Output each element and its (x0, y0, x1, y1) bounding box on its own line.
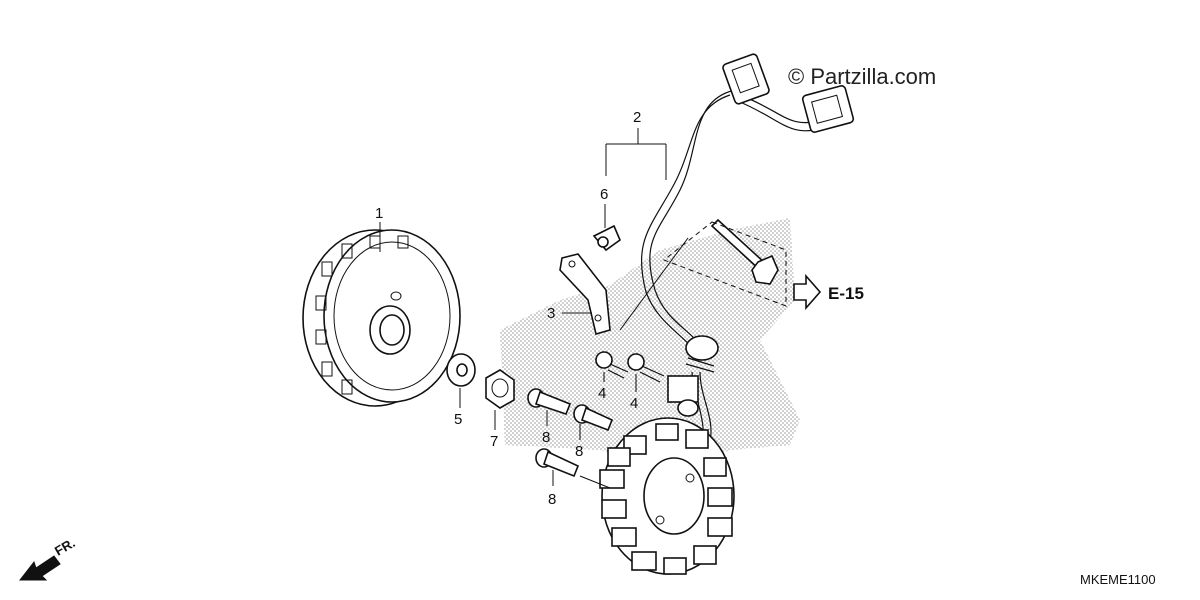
callout-1: 1 (375, 205, 383, 222)
direction-label: FR. (52, 535, 78, 558)
wire-harness-icon (640, 89, 823, 453)
front-arrow-icon (18, 555, 61, 581)
callout-5: 5 (454, 411, 462, 428)
bolt-icon (595, 351, 629, 379)
bolt-icon (710, 218, 779, 285)
callout-6: 6 (600, 186, 608, 203)
bolt-icon (527, 388, 572, 415)
connector-icon (801, 85, 855, 133)
bolt-icon (627, 353, 665, 383)
flywheel-icon (302, 229, 461, 407)
bracket-icon (559, 253, 611, 335)
clamp-icon (592, 224, 621, 252)
callout-3: 3 (547, 305, 555, 322)
engine-case-shading (500, 218, 800, 470)
bolt-icon (535, 448, 580, 478)
callout-4b: 4 (630, 395, 638, 412)
hollow-arrow-icon (793, 273, 822, 311)
diagram-code: MKEME1100 (1080, 572, 1156, 587)
callout-8c: 8 (548, 491, 556, 508)
nut-icon (485, 369, 515, 409)
washer-icon (446, 353, 476, 387)
connector-icon (722, 53, 770, 105)
reference-box (662, 221, 787, 307)
stator-icon (599, 417, 735, 575)
callout-7: 7 (490, 433, 498, 450)
reference-leader (619, 237, 689, 331)
bolt-icon (573, 404, 614, 432)
watermark: © Partzilla.com (788, 64, 936, 89)
callout-2: 2 (633, 109, 641, 126)
reference-label: E-15 (828, 284, 864, 303)
callout-8a: 8 (542, 429, 550, 446)
callout-4a: 4 (598, 385, 606, 402)
callout-8b: 8 (575, 443, 583, 460)
